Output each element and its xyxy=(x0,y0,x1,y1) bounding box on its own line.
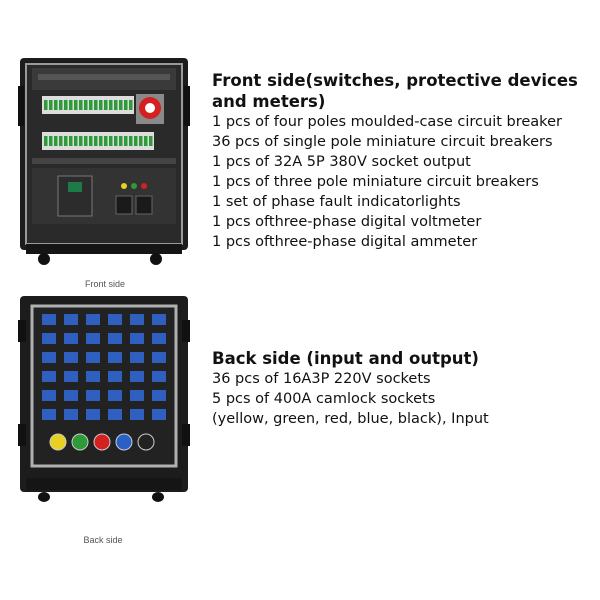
front-spec-line: 1 pcs of four poles moulded-case circuit… xyxy=(212,114,562,130)
breaker-icon xyxy=(74,100,78,110)
breaker-icon xyxy=(84,100,88,110)
breaker-icon xyxy=(64,136,68,146)
back-side-image xyxy=(18,296,190,502)
breaker-icon xyxy=(104,136,108,146)
breaker-icon xyxy=(124,100,128,110)
breaker-icon xyxy=(84,136,88,146)
blue-socket-icon xyxy=(42,371,56,382)
blue-socket-icon xyxy=(130,371,144,382)
breaker-icon xyxy=(69,100,73,110)
back-side-caption: Back side xyxy=(83,535,123,545)
blue-socket-icon xyxy=(130,314,144,325)
blue-socket-icon xyxy=(152,314,166,325)
blue-socket-icon xyxy=(152,333,166,344)
breaker-icon xyxy=(109,100,113,110)
breaker-icon xyxy=(79,100,83,110)
blue-socket-icon xyxy=(64,390,78,401)
blue-socket-icon xyxy=(152,371,166,382)
breaker-icon xyxy=(119,100,123,110)
breaker-icon xyxy=(44,136,48,146)
blue-socket-icon xyxy=(108,371,122,382)
camlock-socket-icon xyxy=(71,433,89,451)
blue-socket-icon xyxy=(86,409,100,420)
front-side-image xyxy=(18,58,190,265)
blue-socket-icon xyxy=(42,409,56,420)
breaker-icon xyxy=(114,100,118,110)
breaker-icon xyxy=(99,100,103,110)
breaker-icon xyxy=(129,100,133,110)
breaker-icon xyxy=(49,136,53,146)
front-spec: Front side(switches, protective devices … xyxy=(212,70,594,252)
breaker-icon xyxy=(79,136,83,146)
breaker-icon xyxy=(109,136,113,146)
back-spec: Back side (input and output) 36 pcs of 1… xyxy=(212,348,594,429)
blue-socket-icon xyxy=(86,314,100,325)
blue-socket-icon xyxy=(42,333,56,344)
breaker-icon xyxy=(69,136,73,146)
breaker-icon xyxy=(44,100,48,110)
blue-socket-icon xyxy=(130,333,144,344)
blue-socket-icon xyxy=(108,390,122,401)
blue-socket-icon xyxy=(64,314,78,325)
breaker-icon xyxy=(54,100,58,110)
breaker-icon xyxy=(54,136,58,146)
back-heading: Back side (input and output) xyxy=(212,349,479,368)
breaker-icon xyxy=(94,100,98,110)
blue-socket-icon xyxy=(64,333,78,344)
camlock-socket-icon xyxy=(49,433,67,451)
back-spec-line: (yellow, green, red, blue, black), Input xyxy=(212,411,489,427)
breaker-icon xyxy=(114,136,118,146)
camlock-socket-icon xyxy=(137,433,155,451)
breaker-icon xyxy=(124,136,128,146)
back-spec-line: 5 pcs of 400A camlock sockets xyxy=(212,391,436,407)
blue-socket-icon xyxy=(64,409,78,420)
blue-socket-icon xyxy=(86,333,100,344)
breaker-icon xyxy=(64,100,68,110)
breaker-icon xyxy=(104,100,108,110)
breaker-icon xyxy=(129,136,133,146)
blue-socket-icon xyxy=(152,352,166,363)
blue-socket-icon xyxy=(86,352,100,363)
front-spec-line: 1 pcs ofthree-phase digital voltmeter xyxy=(212,214,482,230)
blue-socket-icon xyxy=(130,409,144,420)
blue-socket-icon xyxy=(42,314,56,325)
blue-socket-icon xyxy=(130,352,144,363)
front-spec-line: 1 set of phase fault indicatorlights xyxy=(212,194,461,210)
breaker-icon xyxy=(89,100,93,110)
blue-socket-icon xyxy=(130,390,144,401)
blue-socket-icon xyxy=(42,390,56,401)
breaker-icon xyxy=(59,100,63,110)
camlock-socket-icon xyxy=(115,433,133,451)
front-spec-line: 1 pcs ofthree-phase digital ammeter xyxy=(212,234,478,250)
breaker-icon xyxy=(89,136,93,146)
breaker-icon xyxy=(119,136,123,146)
front-side-caption: Front side xyxy=(84,279,126,289)
blue-socket-icon xyxy=(64,371,78,382)
breaker-icon xyxy=(134,136,138,146)
blue-socket-icon xyxy=(86,390,100,401)
blue-socket-icon xyxy=(108,409,122,420)
breaker-icon xyxy=(99,136,103,146)
camlock-socket-icon xyxy=(93,433,111,451)
front-spec-line: 36 pcs of single pole miniature circuit … xyxy=(212,134,553,150)
blue-socket-icon xyxy=(152,409,166,420)
breaker-icon xyxy=(74,136,78,146)
blue-socket-icon xyxy=(64,352,78,363)
breaker-icon xyxy=(94,136,98,146)
breaker-icon xyxy=(59,136,63,146)
back-spec-line: 36 pcs of 16A3P 220V sockets xyxy=(212,371,431,387)
front-spec-line: 1 pcs of 32A 5P 380V socket output xyxy=(212,154,471,170)
blue-socket-icon xyxy=(108,333,122,344)
breaker-icon xyxy=(144,136,148,146)
blue-socket-icon xyxy=(86,371,100,382)
front-spec-line: 1 pcs of three pole miniature circuit br… xyxy=(212,174,539,190)
blue-socket-icon xyxy=(152,390,166,401)
blue-socket-icon xyxy=(42,352,56,363)
breaker-icon xyxy=(149,136,153,146)
blue-socket-icon xyxy=(108,352,122,363)
blue-socket-icon xyxy=(108,314,122,325)
front-heading: Front side(switches, protective devices … xyxy=(212,71,578,111)
breaker-icon xyxy=(49,100,53,110)
breaker-icon xyxy=(139,136,143,146)
